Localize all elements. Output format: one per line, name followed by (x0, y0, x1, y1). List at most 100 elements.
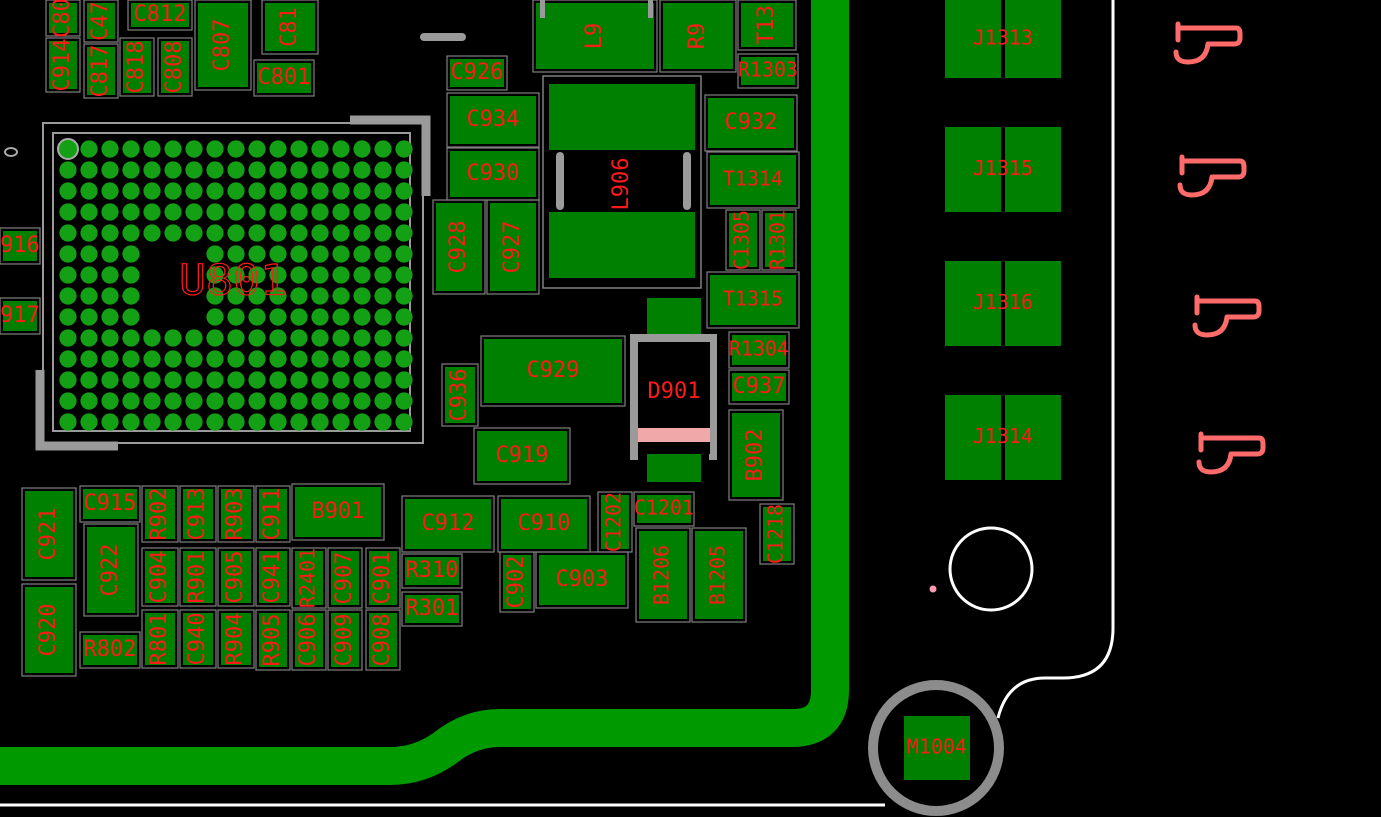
u801-ball (290, 161, 308, 179)
u801-ball (374, 350, 392, 368)
pad (490, 203, 536, 250)
u801-ball (185, 392, 203, 410)
u801-ball (143, 182, 161, 200)
u801-ball (269, 245, 287, 263)
u801-ball (374, 182, 392, 200)
pad (429, 595, 459, 623)
u801-ball (80, 203, 98, 221)
u801-ball (332, 350, 350, 368)
u801-ball (248, 350, 266, 368)
designator-c914: C914 (50, 39, 75, 92)
designator-c1201: C1201 (634, 496, 694, 520)
u801-ball (185, 203, 203, 221)
u801-ball (227, 224, 245, 242)
designator-r801: R801 (147, 613, 172, 666)
u801-ball (143, 329, 161, 347)
u801-ball (353, 266, 371, 284)
u801-ball (395, 140, 413, 158)
u801-ball (80, 287, 98, 305)
pad (87, 527, 135, 573)
u801-ball (227, 203, 245, 221)
u801-ball (269, 140, 287, 158)
u801-ball (185, 350, 203, 368)
u801-ball (311, 182, 329, 200)
designator-t1315: T1315 (723, 287, 783, 311)
u801-ball (311, 392, 329, 410)
u801-ball (206, 350, 224, 368)
u801-ball (164, 224, 182, 242)
pad (221, 574, 251, 603)
u801-ball (332, 413, 350, 431)
designator-r902: R902 (147, 488, 172, 541)
u801-ball (143, 413, 161, 431)
u801-ball (80, 161, 98, 179)
u801-ball (143, 371, 161, 389)
board-edge-outline (996, 0, 1115, 719)
designator-r904: R904 (223, 613, 248, 666)
u801-ball (332, 161, 350, 179)
pad-strip-top (420, 33, 466, 41)
designator-c919: C919 (496, 443, 549, 468)
connector-logo-icon (1177, 154, 1247, 198)
pad (904, 716, 970, 780)
pad (335, 487, 381, 537)
u801-ball (269, 329, 287, 347)
u801-ball (80, 392, 98, 410)
designator-d901: D901 (648, 379, 701, 404)
u801-ball (332, 308, 350, 326)
u801-ball (122, 203, 140, 221)
u801-ball (248, 140, 266, 158)
u801-ball (332, 371, 350, 389)
pad (436, 203, 482, 250)
u801-ball (80, 245, 98, 263)
u801-ball (164, 371, 182, 389)
u801-ball (101, 371, 119, 389)
u801-ball (290, 413, 308, 431)
u801-ball (59, 350, 77, 368)
designator-c929: C929 (527, 358, 580, 383)
u801-ball (122, 224, 140, 242)
u801-ball (374, 266, 392, 284)
pad (25, 531, 73, 577)
u801-ball (59, 161, 77, 179)
u801-ball (248, 392, 266, 410)
u801-ball (248, 371, 266, 389)
u801-ball (374, 245, 392, 263)
pad (445, 499, 491, 549)
designator-r901: R901 (185, 551, 210, 604)
designator-c934: C934 (467, 107, 520, 132)
u801-ball (395, 161, 413, 179)
u801-ball (101, 140, 119, 158)
u801-ball (101, 308, 119, 326)
designator-c910: C910 (518, 511, 571, 536)
u801-ball (353, 245, 371, 263)
u801-ball (101, 224, 119, 242)
pad (49, 15, 77, 33)
u801-ball (269, 287, 287, 305)
u801-ball (185, 182, 203, 200)
designator-r1303: R1303 (738, 58, 798, 82)
u801-ball (59, 182, 77, 200)
pad (477, 431, 525, 481)
u801-ball (395, 266, 413, 284)
u801-ball (143, 140, 161, 158)
u801-ball (206, 287, 224, 305)
pad (107, 635, 137, 665)
pad (549, 212, 695, 278)
u801-ball (164, 350, 182, 368)
u801-ball (59, 266, 77, 284)
pad (369, 575, 397, 605)
u801-ball (206, 308, 224, 326)
pad (436, 244, 482, 291)
connector-logo-icon (1173, 21, 1243, 65)
u801-ball (227, 392, 245, 410)
pad (259, 637, 287, 667)
u801-ball (248, 413, 266, 431)
u801-ball (269, 308, 287, 326)
designator-c47: C47 (88, 1, 113, 41)
pad (183, 574, 213, 603)
pad (729, 237, 757, 267)
designator-j1313: J1313 (973, 26, 1033, 50)
designator-c911: C911 (260, 488, 285, 541)
